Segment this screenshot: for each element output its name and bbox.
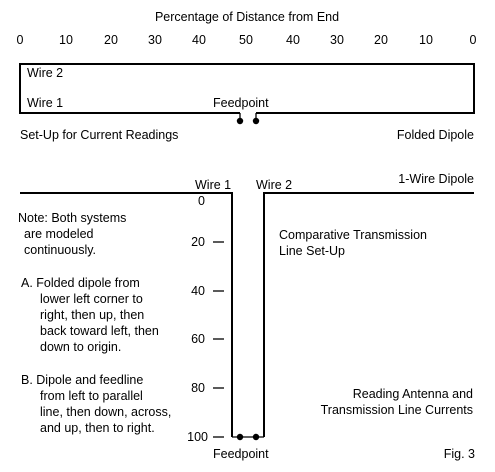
comparative-caption-line1: Comparative Transmission <box>279 228 427 242</box>
tick-label: 30 <box>148 33 162 47</box>
note-b-text: B. Dipole and feedline from left to para… <box>21 373 171 435</box>
feedpoint-terminal-right <box>252 117 260 125</box>
note-line: are modeled <box>24 227 94 241</box>
scale-label: 100 <box>187 430 208 444</box>
feedpoint-terminal-right-bottom <box>252 433 260 441</box>
note-a-line: A. Folded dipole from <box>21 276 140 290</box>
right-caption: Folded Dipole <box>397 128 474 142</box>
note-line: continuously. <box>24 243 96 257</box>
comparative-caption-line2: Line Set-Up <box>279 244 345 258</box>
wire2-label-top: Wire 2 <box>27 66 63 80</box>
axis-title: Percentage of Distance from End <box>155 10 339 24</box>
note-text: Note: Both systems are modeled continuou… <box>18 211 126 257</box>
figure-label: Fig. 3 <box>444 447 475 461</box>
note-a-line: right, then up, then <box>40 308 144 322</box>
one-wire-dipole-label: 1-Wire Dipole <box>398 172 474 186</box>
scale-label: 20 <box>191 235 205 249</box>
tick-label: 10 <box>419 33 433 47</box>
tick-label: 10 <box>59 33 73 47</box>
note-b-line: from left to parallel <box>40 389 143 403</box>
scale-label: 80 <box>191 381 205 395</box>
note-b-line: line, then down, across, <box>40 405 171 419</box>
tick-label: 50 <box>239 33 253 47</box>
dipole-right-and-line-wire2 <box>263 192 474 437</box>
note-line: Note: Both systems <box>18 211 126 225</box>
reading-caption-line2: Transmission Line Currents <box>321 403 473 417</box>
feedpoint-terminal-left-bottom <box>236 433 244 441</box>
tick-label: 0 <box>17 33 24 47</box>
note-a-text: A. Folded dipole from lower left corner … <box>21 276 159 354</box>
tick-label: 20 <box>374 33 388 47</box>
distance-tick-labels: 0 10 20 30 40 50 40 30 20 10 0 <box>17 33 477 47</box>
line-position-scale: 0 20 40 60 80 100 <box>187 194 224 444</box>
tick-label: 40 <box>192 33 206 47</box>
tick-label: 20 <box>104 33 118 47</box>
dipole-left-and-line-wire1 <box>20 192 233 437</box>
scale-label: 60 <box>191 332 205 346</box>
tick-label: 40 <box>286 33 300 47</box>
left-caption: Set-Up for Current Readings <box>20 128 178 142</box>
tick-label: 30 <box>330 33 344 47</box>
feedpoint-label-top: Feedpoint <box>213 96 269 110</box>
note-a-line: lower left corner to <box>40 292 143 306</box>
wire2-label-bottom: Wire 2 <box>256 178 292 192</box>
scale-label: 40 <box>191 284 205 298</box>
note-b-line: and up, then to right. <box>40 421 155 435</box>
note-a-line: down to origin. <box>40 340 121 354</box>
feedpoint-terminal-left <box>236 117 244 125</box>
reading-caption-line1: Reading Antenna and <box>353 387 473 401</box>
feedpoint-label-bottom: Feedpoint <box>213 447 269 461</box>
wire1-label-top: Wire 1 <box>27 96 63 110</box>
note-a-line: back toward left, then <box>40 324 159 338</box>
folded-dipole-wire <box>19 63 475 114</box>
note-b-line: B. Dipole and feedline <box>21 373 143 387</box>
scale-label: 0 <box>198 194 205 208</box>
tick-label: 0 <box>470 33 477 47</box>
wire1-label-bottom: Wire 1 <box>195 178 231 192</box>
